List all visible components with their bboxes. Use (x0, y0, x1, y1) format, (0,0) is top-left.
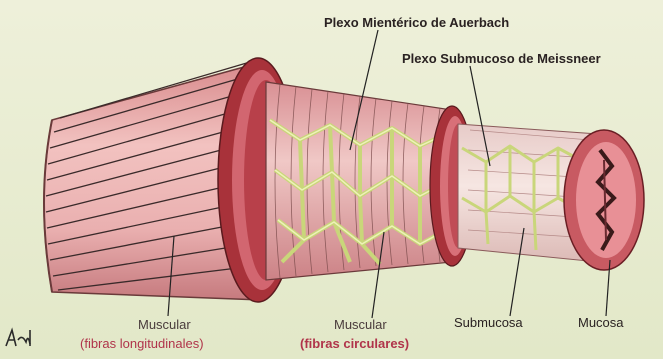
label-submucosa: Submucosa (454, 315, 523, 330)
label-fibras-circulares: (fibras circulares) (300, 336, 409, 351)
label-muscular-circular: Muscular (334, 317, 387, 332)
label-fibras-longitudinales: (fibras longitudinales) (80, 336, 204, 351)
label-mucosa: Mucosa (578, 315, 624, 330)
label-meissner: Plexo Submucoso de Meissneer (402, 51, 601, 66)
label-auerbach: Plexo Mientérico de Auerbach (324, 15, 509, 30)
mucosa-end (564, 130, 644, 270)
label-muscular-longitudinal: Muscular (138, 317, 191, 332)
